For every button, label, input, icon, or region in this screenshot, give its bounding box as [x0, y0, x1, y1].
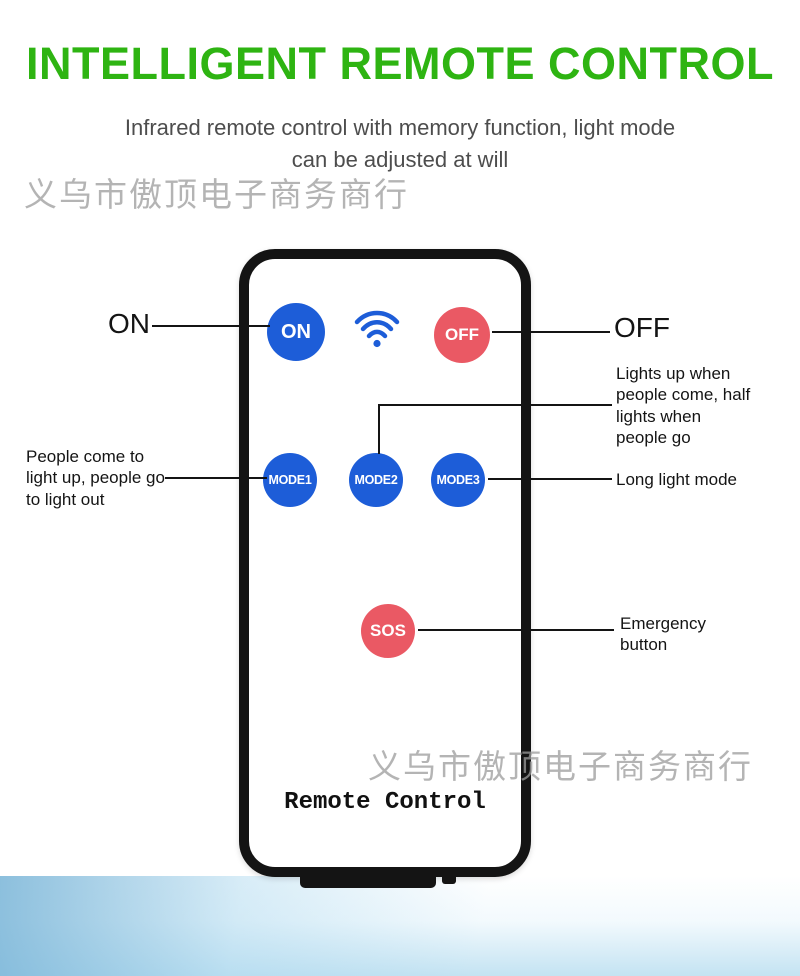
page-title: INTELLIGENT REMOTE CONTROL [26, 38, 774, 89]
wifi-signal-icon [353, 307, 401, 354]
mode1-button-label: MODE1 [268, 473, 312, 487]
callout-sos: Emergency button [620, 614, 706, 655]
on-button-label: ON [281, 320, 311, 343]
watermark-top: 义乌市傲顶电子商务商行 [24, 176, 409, 213]
off-button: OFF [434, 307, 490, 363]
bottom-gradient-decoration [0, 876, 800, 976]
connector-line-mode2-horizontal [378, 404, 612, 406]
remote-control-device: ON OFF MODE1 MODE2 MODE3 SOS Remote Cont… [239, 249, 531, 877]
mode2-button: MODE2 [349, 453, 403, 507]
callout-mode1: People come to light up, people go to li… [26, 447, 165, 509]
callout-on: ON [108, 308, 150, 339]
watermark-bottom: 义乌市傲顶电子商务商行 [368, 748, 753, 785]
connector-line-mode2-vertical [378, 404, 380, 454]
callout-mode3: Long light mode [616, 470, 737, 489]
callout-mode2: Lights up when people come, half lights … [616, 364, 751, 447]
on-button: ON [267, 303, 325, 361]
remote-bottom-nub [442, 877, 456, 884]
connector-line-sos [418, 629, 614, 631]
callout-off: OFF [614, 312, 670, 343]
mode1-button: MODE1 [263, 453, 317, 507]
remote-bottom-notch [300, 877, 436, 888]
sos-button-label: SOS [370, 621, 406, 640]
mode2-button-label: MODE2 [354, 473, 398, 487]
subtitle: Infrared remote control with memory func… [124, 115, 676, 172]
remote-brand-label: Remote Control [284, 789, 486, 816]
sos-button: SOS [361, 604, 415, 658]
mode3-button: MODE3 [431, 453, 485, 507]
connector-line-mode1 [165, 477, 267, 479]
off-button-label: OFF [445, 325, 479, 344]
connector-line-off [492, 331, 610, 333]
connector-line-mode3 [488, 478, 612, 480]
connector-line-on [152, 325, 270, 327]
mode3-button-label: MODE3 [436, 473, 480, 487]
